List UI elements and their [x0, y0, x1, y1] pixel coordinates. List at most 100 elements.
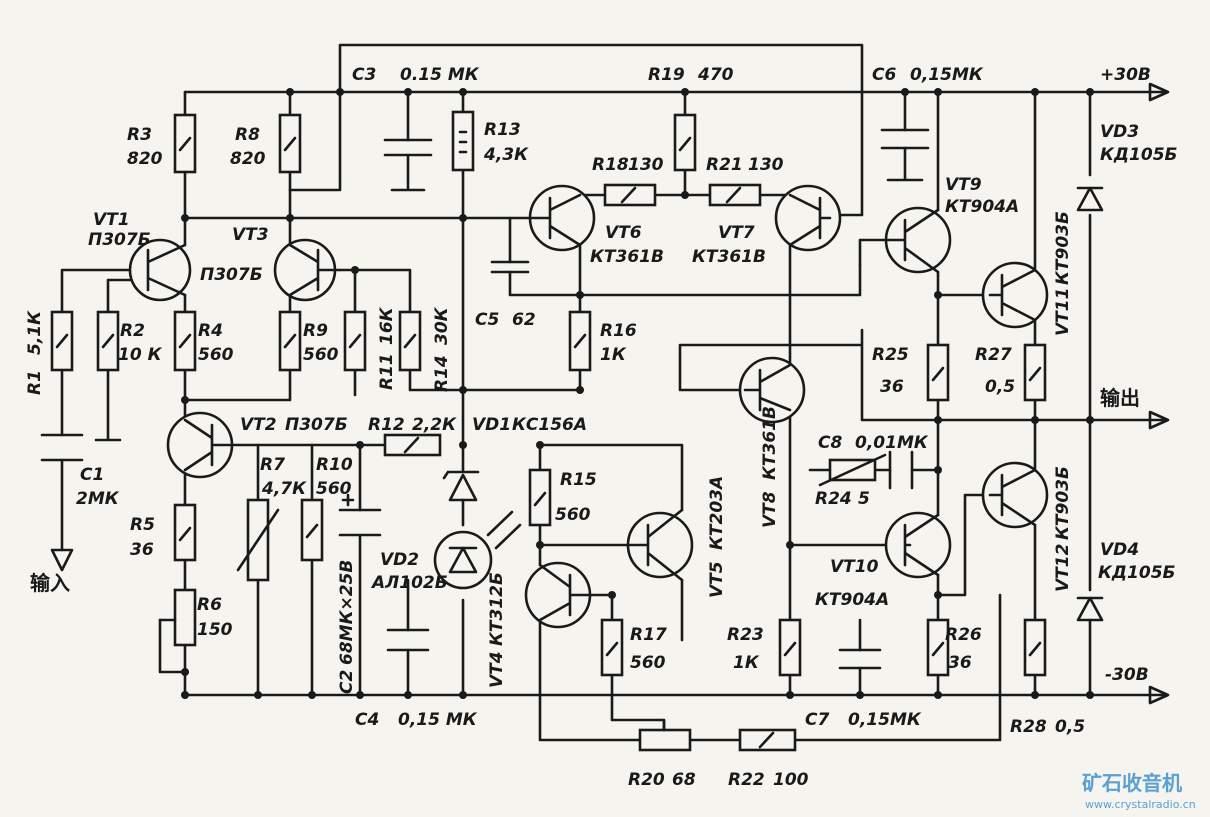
- resistor-r19: [673, 113, 697, 172]
- vt4-ref-label: VT4: [487, 651, 507, 688]
- r13-value-label: 4,3К: [483, 145, 529, 165]
- vt10-type-label: КТ904А: [815, 590, 889, 610]
- vt7-type-label: КТ361В: [692, 247, 766, 267]
- led-vd2: [433, 510, 522, 590]
- vd2-type-label: АЛ102Б: [370, 573, 448, 593]
- r2-value-label: 10 К: [118, 345, 163, 365]
- r25-ref-label: R25: [872, 345, 909, 365]
- c7-value-label: 0,15МК: [848, 710, 922, 730]
- c2-ref-label: C2: [337, 670, 357, 694]
- r9-ref-label: R9: [303, 321, 328, 341]
- r28-value-label: 0,5: [1055, 717, 1085, 737]
- r18-value-label: 130: [628, 155, 664, 175]
- r20-ref-label: R20: [628, 770, 665, 790]
- r25-value-label: 36: [880, 377, 904, 397]
- r27-ref-label: R27: [975, 345, 1012, 365]
- r8-ref-label: R8: [235, 125, 260, 145]
- r6-value-label: 150: [197, 620, 233, 640]
- resistor-r22: [738, 728, 797, 752]
- c2-value-label: 68МК×25В: [337, 560, 357, 665]
- resistor-r5: [173, 503, 197, 562]
- resistor-r13: [451, 110, 475, 172]
- r11-value-label: 16К: [377, 306, 397, 345]
- rail-pos-label: +30В: [1100, 65, 1151, 85]
- transistor-vt9: [858, 206, 952, 274]
- r9-value-label: 560: [303, 345, 339, 365]
- r3-ref-label: R3: [127, 125, 152, 145]
- transistor-vt12: [981, 461, 1049, 529]
- resistor-r15: [528, 468, 552, 527]
- c6-ref-label: C6: [872, 65, 896, 85]
- r23-value-label: 1К: [733, 653, 760, 673]
- vt5-type-label: КТ203А: [707, 476, 727, 550]
- c5-value-label: 62: [512, 310, 536, 330]
- watermark-name: 矿石收音机: [1082, 771, 1182, 795]
- resistor-r18: [603, 183, 657, 207]
- resistor-r11: [343, 310, 367, 372]
- rail-neg-label: -30В: [1105, 665, 1149, 685]
- vt8-type-label: КТ361В: [760, 406, 780, 480]
- vt1-ref-label: VT1: [93, 210, 130, 230]
- resistor-r6: [158, 588, 197, 647]
- vt2-type-label: П307Б: [285, 415, 348, 435]
- transistor-vt1: [128, 238, 192, 302]
- resistor-r27: [1023, 343, 1047, 402]
- transistor-vt6: [528, 184, 596, 252]
- resistor-r10: [300, 498, 324, 562]
- vt5-ref-label: VT5: [707, 561, 727, 598]
- r1-value-label: 5,1К: [25, 310, 45, 355]
- resistor-r4: [173, 310, 197, 372]
- output-label: 输出: [1100, 386, 1140, 410]
- r17-ref-label: R17: [630, 625, 667, 645]
- resistor-r8: [278, 113, 302, 174]
- c4-ref-label: C4: [355, 710, 379, 730]
- r3-value-label: 820: [127, 149, 163, 169]
- resistor-r17: [600, 618, 624, 677]
- r23-ref-label: R23: [727, 625, 764, 645]
- c7-ref-label: C7: [805, 710, 829, 730]
- vd2-ref-label: VD2: [380, 550, 419, 570]
- vd4-type-label: КД105Б: [1098, 563, 1176, 583]
- vt10-ref-label: VT10: [830, 557, 879, 577]
- r19-ref-label: R19: [648, 65, 685, 85]
- vt3-ref-label: VT3: [232, 225, 269, 245]
- resistor-r21: [708, 183, 762, 207]
- capacitor-c8: [888, 450, 914, 490]
- transistor-vt7: [774, 184, 842, 252]
- capacitor-c1: [40, 433, 84, 462]
- r24-value-label: 5: [858, 489, 870, 509]
- vt11-type-label: КТ903Б: [1053, 211, 1073, 285]
- watermark-url: www.crystalradio.cn: [1085, 798, 1196, 811]
- capacitors: [40, 128, 930, 670]
- r5-value-label: 36: [130, 540, 154, 560]
- r2-ref-label: R2: [120, 321, 145, 341]
- junctions: [181, 88, 1094, 699]
- transistor-vt3: [273, 238, 342, 302]
- r8-value-label: 820: [230, 149, 266, 169]
- vt6-ref-label: VT6: [605, 223, 642, 243]
- capacitor-c4: [386, 628, 430, 652]
- r20-value-label: 68: [672, 770, 696, 790]
- resistor-r25: [926, 343, 950, 402]
- r22-value-label: 100: [773, 770, 809, 790]
- input-label: 输入: [30, 571, 70, 595]
- vd3-ref-label: VD3: [1100, 122, 1139, 142]
- vt2-ref-label: VT2: [240, 415, 277, 435]
- diodes: [433, 186, 1104, 622]
- vt4-type-label: КТ312Б: [487, 572, 507, 646]
- r1-ref-label: R1: [25, 370, 45, 395]
- resistor-r26: [926, 618, 950, 677]
- vd4-ref-label: VD4: [1100, 540, 1139, 560]
- resistor-r1: [50, 310, 74, 372]
- r7-ref-label: R7: [260, 455, 285, 475]
- r4-ref-label: R4: [198, 321, 223, 341]
- c3-ref-label: C3: [352, 65, 376, 85]
- r26-ref-label: R26: [945, 625, 982, 645]
- r10-value-label: 560: [316, 479, 352, 499]
- resistor-r2: [96, 310, 120, 372]
- r19-value-label: 470: [697, 65, 734, 85]
- r28-ref-label: R28: [1010, 717, 1047, 737]
- r27-value-label: 0,5: [985, 377, 1015, 397]
- vd3-type-label: КД105Б: [1100, 145, 1178, 165]
